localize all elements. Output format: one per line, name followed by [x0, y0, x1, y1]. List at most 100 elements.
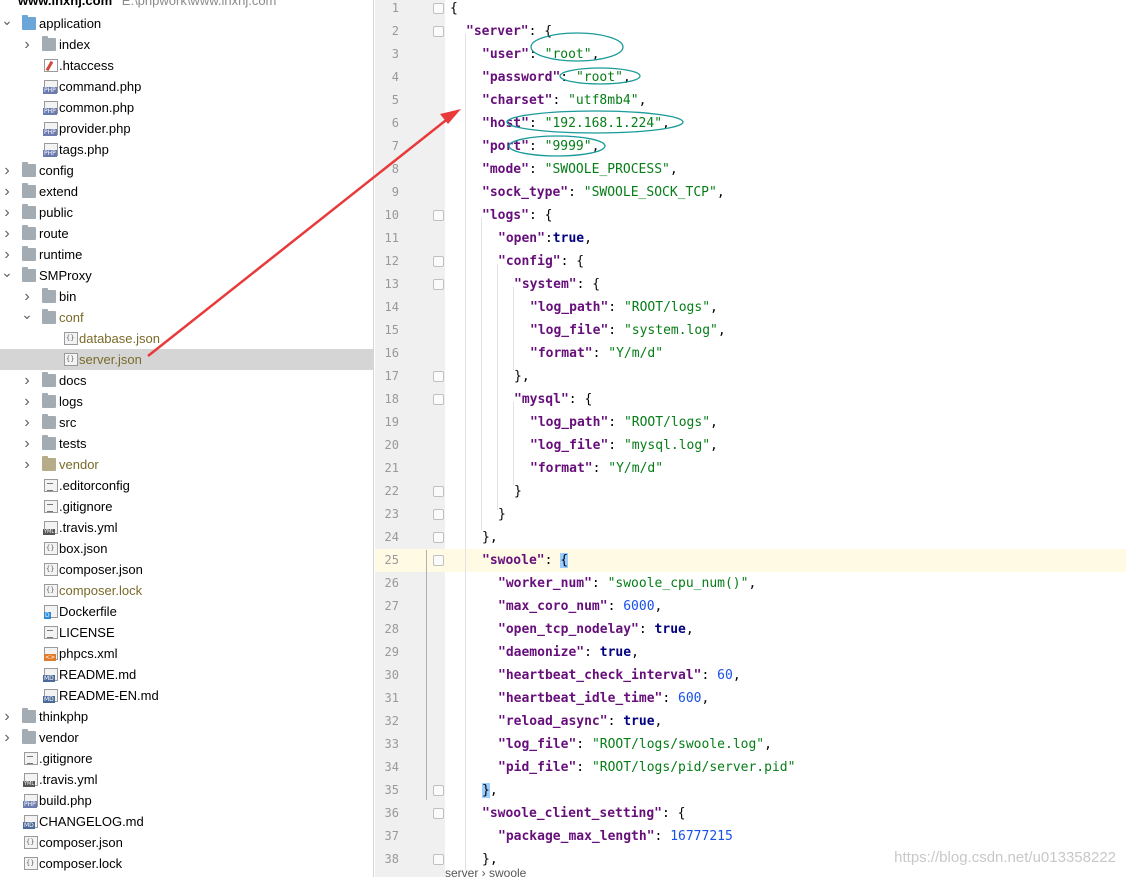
- tree-item[interactable]: .travis.yml: [0, 769, 373, 790]
- tree-item[interactable]: .htaccess: [0, 55, 373, 76]
- code-line[interactable]: },: [482, 848, 498, 871]
- code-line[interactable]: "log_path": "ROOT/logs",: [530, 411, 718, 434]
- tree-item[interactable]: .gitignore: [0, 748, 373, 769]
- code-line[interactable]: "swoole_client_setting": {: [482, 802, 686, 825]
- tree-item[interactable]: ›public: [0, 202, 373, 223]
- code-line[interactable]: "max_coro_num": 6000,: [498, 595, 662, 618]
- chevron-right-icon[interactable]: ›: [4, 204, 10, 221]
- tree-item[interactable]: .editorconfig: [0, 475, 373, 496]
- fold-open-icon[interactable]: [433, 3, 444, 14]
- tree-item[interactable]: ⌄application: [0, 12, 373, 34]
- tree-item[interactable]: server.json: [0, 349, 373, 370]
- tree-item[interactable]: LICENSE: [0, 622, 373, 643]
- code-line[interactable]: "user": "root",: [482, 43, 599, 66]
- tree-item[interactable]: provider.php: [0, 118, 373, 139]
- tree-item[interactable]: README-EN.md: [0, 685, 373, 706]
- tree-item[interactable]: CHANGELOG.md: [0, 811, 373, 832]
- code-line[interactable]: },: [514, 365, 530, 388]
- tree-item[interactable]: Dockerfile: [0, 601, 373, 622]
- code-line[interactable]: "mode": "SWOOLE_PROCESS",: [482, 158, 678, 181]
- chevron-right-icon[interactable]: ›: [24, 393, 30, 410]
- fold-open-icon[interactable]: [433, 279, 444, 290]
- code-line[interactable]: "log_file": "ROOT/logs/swoole.log",: [498, 733, 772, 756]
- code-line[interactable]: "reload_async": true,: [498, 710, 662, 733]
- code-line[interactable]: "heartbeat_idle_time": 600,: [498, 687, 709, 710]
- chevron-right-icon[interactable]: ›: [4, 225, 10, 242]
- tree-item[interactable]: ›src: [0, 412, 373, 433]
- tree-item[interactable]: ›index: [0, 34, 373, 55]
- tree-item[interactable]: ⌄conf: [0, 306, 373, 328]
- tree-item[interactable]: composer.json: [0, 559, 373, 580]
- chevron-right-icon[interactable]: ›: [24, 36, 30, 53]
- fold-close-icon[interactable]: [433, 785, 444, 796]
- code-line[interactable]: "pid_file": "ROOT/logs/pid/server.pid": [498, 756, 795, 779]
- code-line[interactable]: "server": {: [466, 20, 552, 43]
- chevron-down-icon[interactable]: ⌄: [1, 264, 13, 280]
- code-line[interactable]: "open":true,: [498, 227, 592, 250]
- project-root-header[interactable]: www.lnxnj.com E:\phpwork\www.lnxnj.com: [0, 0, 373, 8]
- tree-item[interactable]: ›runtime: [0, 244, 373, 265]
- tree-item[interactable]: ›vendor: [0, 454, 373, 475]
- fold-open-icon[interactable]: [433, 808, 444, 819]
- code-line[interactable]: "log_path": "ROOT/logs",: [530, 296, 718, 319]
- chevron-right-icon[interactable]: ›: [4, 183, 10, 200]
- fold-open-icon[interactable]: [433, 210, 444, 221]
- code-line[interactable]: }: [498, 503, 506, 526]
- tree-item[interactable]: common.php: [0, 97, 373, 118]
- tree-item[interactable]: database.json: [0, 328, 373, 349]
- chevron-right-icon[interactable]: ›: [4, 708, 10, 725]
- fold-open-icon[interactable]: [433, 256, 444, 267]
- chevron-right-icon[interactable]: ›: [4, 162, 10, 179]
- tree-item[interactable]: ›thinkphp: [0, 706, 373, 727]
- tree-item[interactable]: README.md: [0, 664, 373, 685]
- code-line[interactable]: "logs": {: [482, 204, 552, 227]
- tree-item[interactable]: ⌄SMProxy: [0, 264, 373, 286]
- code-line[interactable]: "heartbeat_check_interval": 60,: [498, 664, 741, 687]
- tree-item[interactable]: composer.lock: [0, 853, 373, 874]
- tree-item[interactable]: .gitignore: [0, 496, 373, 517]
- tree-item[interactable]: .travis.yml: [0, 517, 373, 538]
- tree-item[interactable]: ›docs: [0, 370, 373, 391]
- tree-item[interactable]: phpcs.xml: [0, 643, 373, 664]
- code-line[interactable]: {: [450, 0, 458, 20]
- tree-item[interactable]: composer.json: [0, 832, 373, 853]
- fold-close-icon[interactable]: [433, 509, 444, 520]
- chevron-right-icon[interactable]: ›: [24, 414, 30, 431]
- code-line[interactable]: "worker_num": "swoole_cpu_num()",: [498, 572, 756, 595]
- code-line[interactable]: "package_max_length": 16777215: [498, 825, 733, 848]
- fold-close-icon[interactable]: [433, 371, 444, 382]
- tree-item[interactable]: command.php: [0, 76, 373, 97]
- tree-item[interactable]: ›config: [0, 160, 373, 181]
- chevron-right-icon[interactable]: ›: [24, 288, 30, 305]
- code-line[interactable]: "log_file": "mysql.log",: [530, 434, 718, 457]
- code-line[interactable]: "port": "9999",: [482, 135, 599, 158]
- tree-item[interactable]: ›extend: [0, 181, 373, 202]
- code-line[interactable]: "open_tcp_nodelay": true,: [498, 618, 694, 641]
- chevron-down-icon[interactable]: ⌄: [1, 12, 13, 28]
- chevron-right-icon[interactable]: ›: [4, 246, 10, 263]
- code-line[interactable]: "sock_type": "SWOOLE_SOCK_TCP",: [482, 181, 725, 204]
- tree-item[interactable]: composer.lock: [0, 580, 373, 601]
- code-line[interactable]: "charset": "utf8mb4",: [482, 89, 646, 112]
- chevron-right-icon[interactable]: ›: [24, 435, 30, 452]
- fold-close-icon[interactable]: [433, 532, 444, 543]
- tree-item[interactable]: tags.php: [0, 139, 373, 160]
- tree-item[interactable]: box.json: [0, 538, 373, 559]
- code-line[interactable]: "format": "Y/m/d": [530, 342, 663, 365]
- code-line[interactable]: "password": "root",: [482, 66, 631, 89]
- fold-open-icon[interactable]: [433, 26, 444, 37]
- code-line[interactable]: }: [514, 480, 522, 503]
- code-line[interactable]: "log_file": "system.log",: [530, 319, 726, 342]
- chevron-down-icon[interactable]: ⌄: [21, 306, 33, 322]
- code-line[interactable]: "host": "192.168.1.224",: [482, 112, 670, 135]
- fold-open-icon[interactable]: [433, 555, 444, 566]
- chevron-right-icon[interactable]: ›: [4, 729, 10, 746]
- code-line[interactable]: "format": "Y/m/d": [530, 457, 663, 480]
- code-line[interactable]: },: [482, 779, 498, 802]
- tree-item[interactable]: ›logs: [0, 391, 373, 412]
- fold-open-icon[interactable]: [433, 394, 444, 405]
- tree-item[interactable]: ›route: [0, 223, 373, 244]
- code-line[interactable]: "daemonize": true,: [498, 641, 639, 664]
- fold-close-icon[interactable]: [433, 486, 444, 497]
- code-line[interactable]: },: [482, 526, 498, 549]
